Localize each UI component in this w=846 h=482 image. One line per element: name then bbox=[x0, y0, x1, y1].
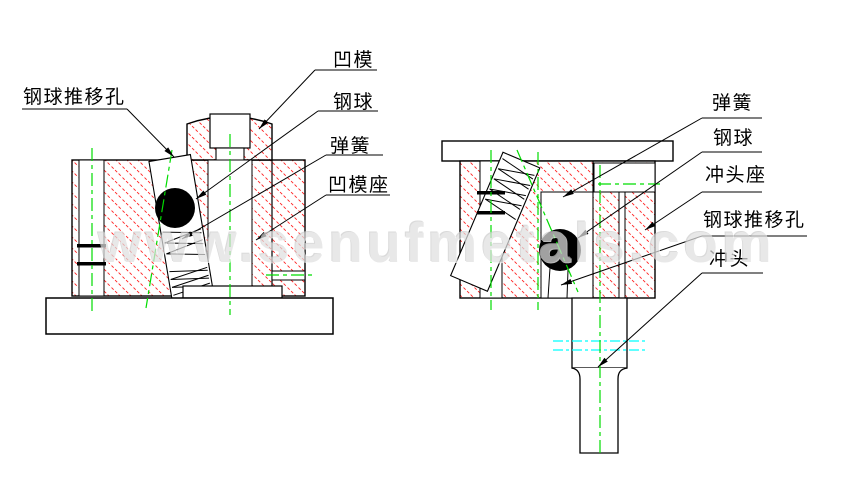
die-section-view bbox=[45, 113, 334, 335]
label-spring-left: 弹簧 bbox=[330, 135, 371, 157]
leader-punch-holder bbox=[644, 191, 703, 231]
base-plate bbox=[45, 297, 334, 335]
leader-steel-ball-left bbox=[195, 110, 319, 200]
steel-ball bbox=[155, 188, 195, 228]
label-punch: 冲头 bbox=[709, 248, 750, 270]
label-punch-holder: 冲头座 bbox=[705, 164, 767, 186]
pin-step bbox=[77, 262, 106, 266]
leader-spring-left bbox=[181, 154, 327, 240]
leader-punch bbox=[597, 272, 703, 368]
label-ball-push-hole-left: 钢球推移孔 bbox=[23, 86, 126, 108]
pin-step bbox=[77, 244, 106, 248]
leader-ball-push-hole-left bbox=[126, 108, 175, 158]
label-spring-right: 弹簧 bbox=[712, 92, 753, 114]
leader-spring-right bbox=[562, 117, 703, 198]
centerlines bbox=[91, 134, 312, 315]
side-cross-hole bbox=[593, 162, 656, 193]
die-flange bbox=[182, 285, 283, 299]
leader-die bbox=[258, 69, 316, 130]
label-steel-ball-right: 钢球 bbox=[713, 127, 754, 149]
label-die: 凹模 bbox=[333, 49, 374, 71]
leader-lines bbox=[22, 69, 807, 368]
label-steel-ball-left: 钢球 bbox=[333, 91, 374, 113]
label-ball-push-hole-right: 钢球推移孔 bbox=[703, 209, 806, 231]
leader-ball-push-hole-right bbox=[560, 235, 703, 286]
label-die-holder: 凹模座 bbox=[328, 174, 390, 196]
leader-steel-ball-right bbox=[577, 151, 703, 239]
punch-holder-top-plate bbox=[441, 140, 674, 162]
centerlines bbox=[490, 149, 660, 455]
punch-section-view bbox=[441, 140, 674, 455]
labels: 钢球推移孔 凹模 钢球 弹簧 凹模座 弹簧 钢球 冲头座 钢球推移孔 冲头 bbox=[23, 49, 806, 270]
leader-die-holder bbox=[255, 194, 327, 241]
